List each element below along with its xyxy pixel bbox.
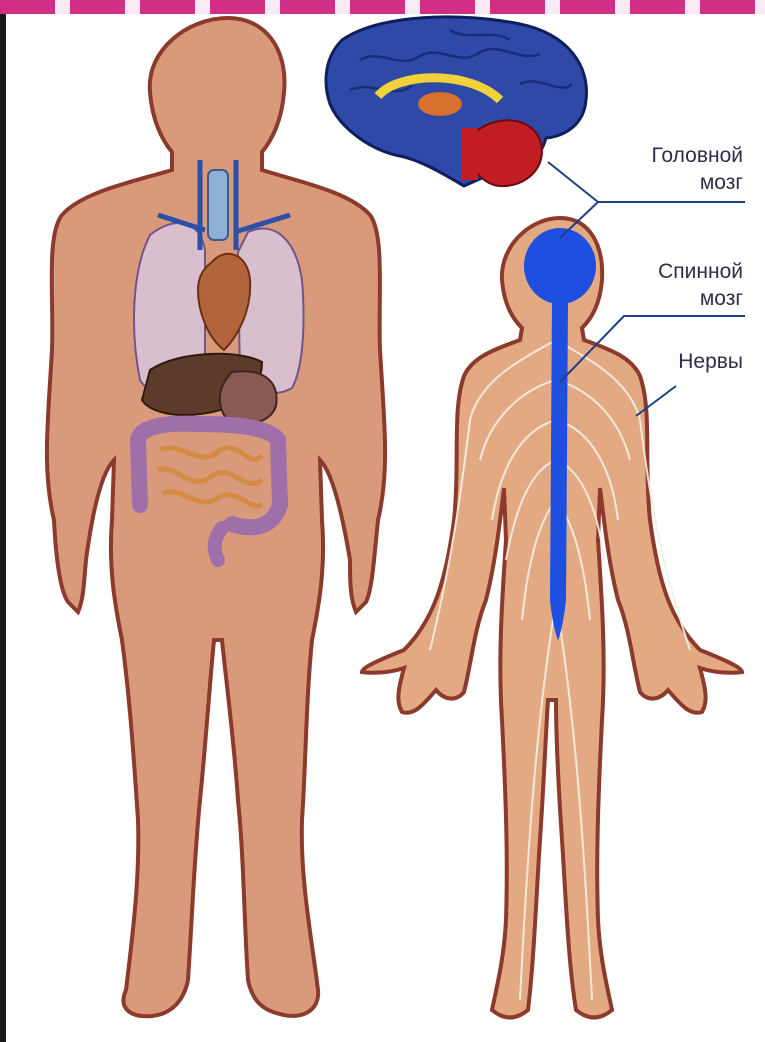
stomach [220,371,277,423]
spinal-cord [550,300,568,640]
nervous-system-body [362,218,742,1018]
cerebellum [468,120,542,186]
brain-stem [462,128,478,180]
thalamus [418,92,462,116]
rectum [215,528,222,560]
brain-cross-section [326,17,586,186]
brain-label: Головной мозг [651,142,743,196]
brain-detail-leader-line [548,162,598,202]
internal-organs-body [47,18,385,1016]
spinal-cord-label: Спинной мозг [658,258,743,312]
trachea [208,170,228,240]
nervous-brain [524,228,596,304]
nerves-label: Нервы [678,348,743,375]
left-body-silhouette [47,18,385,1016]
